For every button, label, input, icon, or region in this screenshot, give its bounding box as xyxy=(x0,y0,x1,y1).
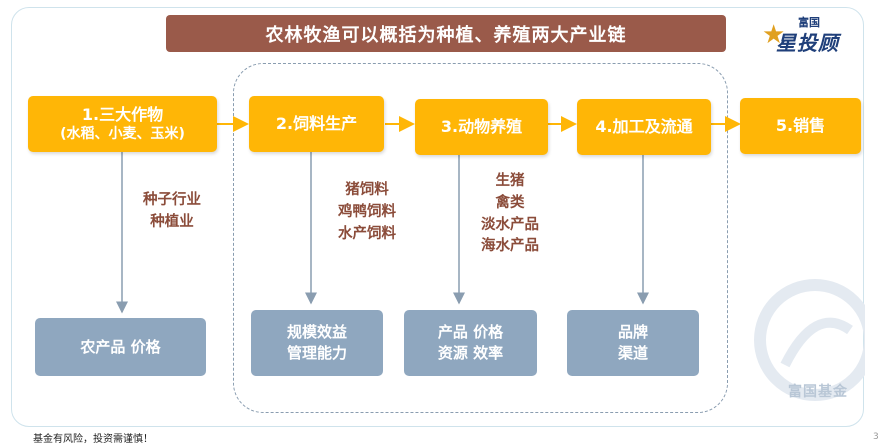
slide-frame xyxy=(11,7,864,427)
stage-title: 1.三大作物 xyxy=(81,104,164,124)
outcome-line: 管理能力 xyxy=(286,344,347,362)
outcome-livestock: 产品 价格 资源 效率 xyxy=(404,310,537,376)
banner-title: 农林牧渔可以概括为种植、养殖两大产业链 xyxy=(166,15,726,52)
logo-main-text: 星投顾 xyxy=(776,31,839,55)
watermark-text: 富国基金 xyxy=(788,384,848,400)
outcome-line: 农产品 价格 xyxy=(80,337,161,356)
outcome-line: 产品 价格 xyxy=(437,323,504,341)
stage-subtitle: (水稻、小麦、玉米) xyxy=(60,126,185,143)
fuguo-watermark-icon xyxy=(754,279,865,401)
stage-title: 4.加工及流通 xyxy=(595,116,693,136)
note-crops: 种子行业 种植业 xyxy=(132,190,212,234)
note-line: 生猪 xyxy=(495,173,525,189)
logo-top-text: 富国 xyxy=(798,16,820,29)
note-line: 猪饲料 xyxy=(345,182,389,198)
stage-title: 2.饲料生产 xyxy=(275,113,358,133)
stage-title: 5.销售 xyxy=(775,115,826,135)
dashed-group-box xyxy=(233,63,728,413)
note-line: 水产饲料 xyxy=(338,225,396,242)
stage-processing: 4.加工及流通 xyxy=(577,99,711,155)
star-icon: ★ xyxy=(762,20,786,50)
outcome-line: 渠道 xyxy=(617,344,648,362)
note-line: 淡水产品 xyxy=(481,216,539,233)
note-line: 禽类 xyxy=(495,194,525,211)
stage-crops: 1.三大作物 (水稻、小麦、玉米) xyxy=(28,96,217,152)
note-livestock: 生猪 禽类 淡水产品 海水产品 xyxy=(470,171,550,258)
page-number: 3 xyxy=(873,432,879,442)
note-feed: 猪饲料 鸡鸭饲料 水产饲料 xyxy=(322,180,412,245)
outcome-line: 规模效益 xyxy=(286,323,347,341)
outcome-line: 资源 效率 xyxy=(437,344,504,362)
outcome-crops: 农产品 价格 xyxy=(35,318,206,376)
stage-title: 3.动物养殖 xyxy=(440,116,523,136)
outcome-feed: 规模效益 管理能力 xyxy=(251,310,383,376)
fuguo-logo: ★ 富国 星投顾 xyxy=(762,14,872,55)
disclaimer: 基金有风险，投资需谨慎！ xyxy=(33,434,153,445)
outcome-line: 品牌 xyxy=(617,323,648,341)
stage-feed: 2.饲料生产 xyxy=(249,96,384,152)
note-line: 种子行业 xyxy=(143,192,201,208)
stage-sales: 5.销售 xyxy=(740,98,861,154)
note-line: 种植业 xyxy=(150,213,194,230)
note-line: 海水产品 xyxy=(481,238,539,255)
stage-livestock: 3.动物养殖 xyxy=(415,99,548,155)
outcome-processing: 品牌 渠道 xyxy=(567,310,699,376)
note-line: 鸡鸭饲料 xyxy=(338,203,396,220)
